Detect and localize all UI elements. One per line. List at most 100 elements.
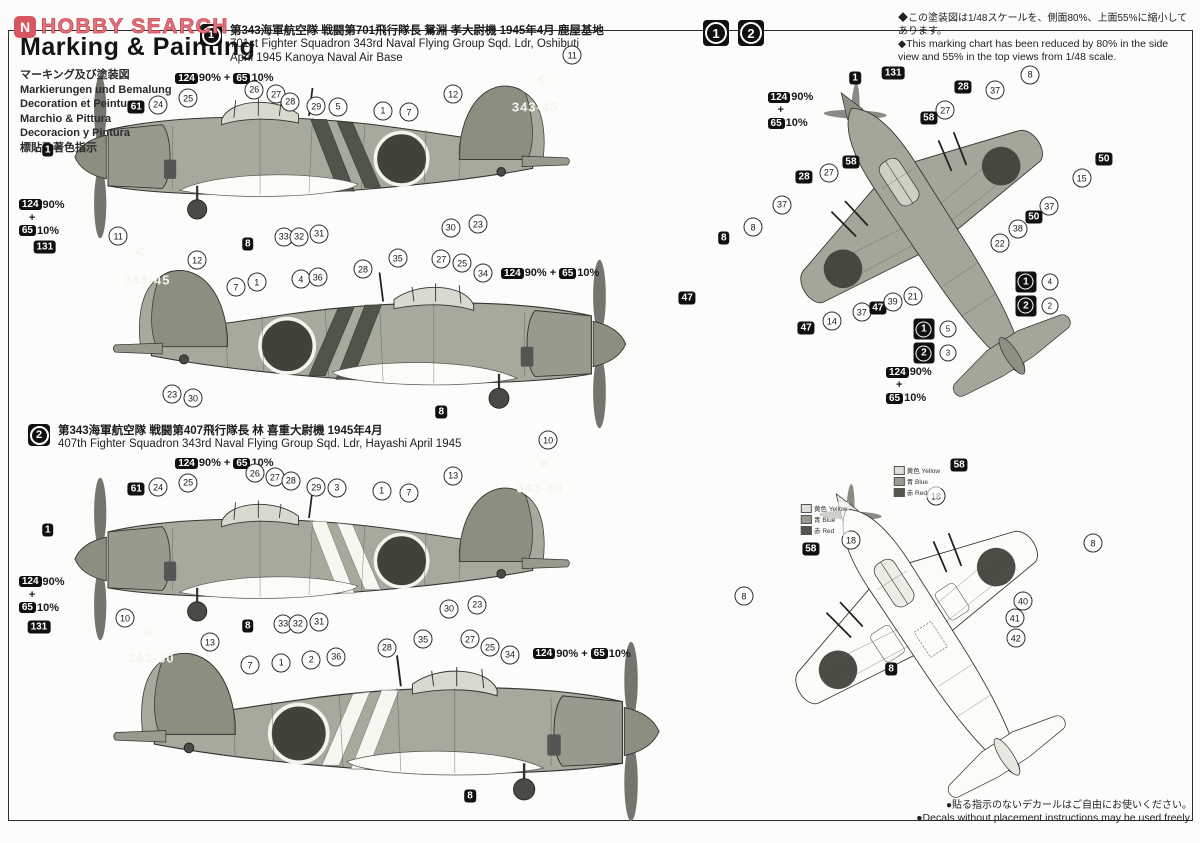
decal-callout-30: 30 bbox=[183, 388, 203, 408]
scheme-1-ref-icon: 1 bbox=[703, 20, 729, 46]
decal-callout-8: 8 bbox=[1020, 65, 1040, 85]
scale-note: ◆この塗装図は1/48スケールを、側面80%、上面55%に縮小してあります。 ◆… bbox=[898, 12, 1192, 64]
translation-es: Decoracion y Pintura bbox=[20, 127, 131, 139]
hobbysearch-logo: N HOBBY SEARCH bbox=[14, 15, 229, 39]
hobbysearch-logo-icon: N bbox=[14, 16, 36, 38]
scheme-1-title-en1: 701st Fighter Squadron 343rd Naval Flyin… bbox=[230, 38, 580, 50]
decal-callout-36: 36 bbox=[308, 267, 328, 287]
decal-callout-35: 35 bbox=[413, 629, 433, 649]
decal-callout-28: 28 bbox=[353, 259, 373, 279]
decal-callout-1: 1 bbox=[247, 272, 267, 292]
decal-callout-27: 27 bbox=[431, 249, 451, 269]
scheme-2-title-jp: 第343海軍航空隊 戦闘第407飛行隊長 林 喜重大尉機 1945年4月 bbox=[58, 425, 383, 437]
decal-callout-12: 12 bbox=[187, 250, 207, 270]
decal-callout-12: 12 bbox=[443, 84, 463, 104]
decal-callout-1: 1 bbox=[373, 101, 393, 121]
scheme-1-title-en2: April 1945 Kanoya Naval Air Base bbox=[230, 51, 403, 64]
decal-callout-37: 37 bbox=[1039, 196, 1059, 216]
decal-callout-32: 32 bbox=[289, 227, 309, 247]
paint-callout-8: 8 bbox=[241, 619, 254, 633]
tail-letter: C bbox=[538, 74, 547, 87]
hobbysearch-logo-text: HOBBY SEARCH bbox=[41, 15, 229, 39]
decal-callout-23: 23 bbox=[467, 595, 487, 615]
decal-callout-13: 13 bbox=[200, 632, 220, 652]
scheme-2-icon: 2 bbox=[28, 424, 50, 446]
decal-callout-27: 27 bbox=[935, 100, 955, 120]
tail-code: 343-30 bbox=[128, 650, 175, 666]
paint-callout-58: 58 bbox=[802, 542, 820, 556]
paint-callout-61: 61 bbox=[127, 482, 145, 496]
decal-callout-13: 13 bbox=[443, 466, 463, 486]
tail-letter: B bbox=[144, 627, 153, 640]
scheme-1-header: 1 第343海軍航空隊 戦闘第701飛行隊長 鴛淵 孝大尉機 1945年4月 鹿… bbox=[200, 24, 670, 65]
paint-callout-61: 61 bbox=[127, 100, 145, 114]
decal-callout-27: 27 bbox=[819, 163, 839, 183]
decal-callout-1: 1 bbox=[271, 653, 291, 673]
paint-callout-8: 8 bbox=[241, 237, 254, 251]
decal-callout-25: 25 bbox=[178, 88, 198, 108]
decal-callout-28: 28 bbox=[280, 92, 300, 112]
decal-callout-7: 7 bbox=[399, 102, 419, 122]
scheme-2-title-en1: 407th Fighter Squadron 343rd Naval Flyin… bbox=[58, 438, 462, 450]
decal-callout-11: 11 bbox=[108, 226, 128, 246]
decal-callout-32: 32 bbox=[288, 614, 308, 634]
decal-callout-38: 38 bbox=[1008, 219, 1028, 239]
paint-callout-8: 8 bbox=[885, 662, 897, 676]
translation-jp: マーキング及び塗装図 bbox=[20, 69, 130, 81]
decal-callout-30: 30 bbox=[441, 218, 461, 238]
top-view-scheme-icons: 1 2 bbox=[703, 20, 764, 46]
decal-callout-25: 25 bbox=[178, 473, 198, 493]
decal-callout-37: 37 bbox=[772, 195, 792, 215]
decal-callout-26: 26 bbox=[244, 80, 264, 100]
paint-callout-1: 1 bbox=[849, 71, 861, 85]
decal-callout-8: 8 bbox=[1083, 533, 1103, 553]
scale-note-jp: ◆この塗装図は1/48スケールを、側面80%、上面55%に縮小してあります。 bbox=[898, 13, 1188, 37]
decal-callout-10: 10 bbox=[538, 430, 558, 450]
paint-callout-8: 8 bbox=[464, 789, 476, 803]
decal-callout-31: 31 bbox=[309, 224, 329, 244]
decal-callout-36: 36 bbox=[326, 647, 346, 667]
paint-callout-131: 131 bbox=[33, 240, 57, 254]
scheme-1-title-jp: 第343海軍航空隊 戦闘第701飛行隊長 鴛淵 孝大尉機 1945年4月 鹿屋基… bbox=[230, 25, 604, 37]
decal-callout-3: 3 bbox=[327, 478, 347, 498]
decal-callout-40: 40 bbox=[1013, 591, 1033, 611]
paint-callout-8: 8 bbox=[717, 231, 730, 245]
decal-callout-24: 24 bbox=[148, 95, 168, 115]
paint-callout-1: 1 bbox=[41, 143, 54, 157]
decal-note-jp: ●貼る指示のないデカールはご自由にお使いください。 bbox=[945, 800, 1192, 811]
paint-callout-47: 47 bbox=[869, 301, 887, 315]
tail-code: 343-45 bbox=[123, 272, 171, 288]
decal-callout-31: 31 bbox=[309, 612, 329, 632]
decal-callout-24: 24 bbox=[148, 477, 168, 497]
paint-callout-131: 131 bbox=[27, 620, 51, 634]
decal-callout-14: 14 bbox=[822, 311, 842, 331]
decal-callout-28: 28 bbox=[377, 638, 397, 658]
decal-callout-27: 27 bbox=[460, 629, 480, 649]
paint-callout-47: 47 bbox=[797, 321, 815, 335]
aircraft-side-profile bbox=[111, 640, 661, 823]
decal-callout-2: 2 bbox=[301, 650, 321, 670]
decal-callout-10: 10 bbox=[115, 608, 135, 628]
decal-callout-7: 7 bbox=[240, 655, 260, 675]
translation-fr: Decoration et Peinture bbox=[20, 98, 138, 110]
decal-callout-7: 7 bbox=[226, 277, 246, 297]
decal-callout-41: 41 bbox=[1005, 608, 1025, 628]
decal-callout-37: 37 bbox=[985, 80, 1005, 100]
decal-callout-26: 26 bbox=[245, 463, 265, 483]
scheme-2-ref-icon: 2 bbox=[738, 20, 764, 46]
